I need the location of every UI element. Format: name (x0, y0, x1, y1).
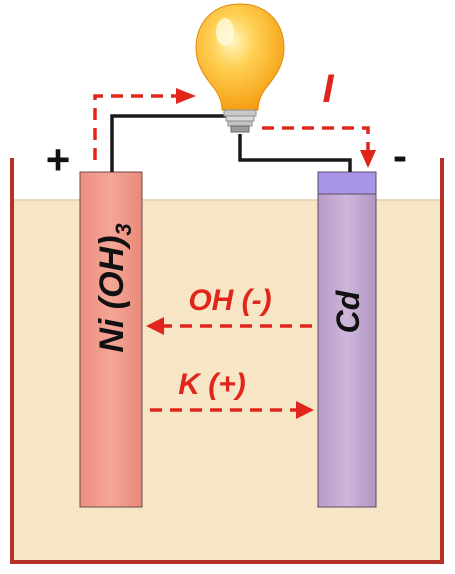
ni-electrode-label: Ni (OH)3 (93, 223, 136, 352)
ni-electrode (79, 171, 143, 508)
positive-terminal-label: + (46, 136, 71, 183)
wire-negative (238, 134, 352, 172)
anion-arrow (146, 317, 312, 335)
cd-electrode-top (317, 171, 377, 195)
negative-terminal-label: - (393, 132, 407, 179)
current-label: I (322, 67, 334, 111)
cd-electrode (317, 171, 377, 508)
container (10, 158, 444, 564)
ni-electrode-subscript: 3 (111, 223, 136, 235)
current-arrow-right (262, 126, 376, 168)
cd-electrode-label: Cd (330, 289, 366, 333)
current-arrow-left (93, 88, 196, 160)
cation-arrow (150, 401, 314, 419)
cation-label: K (+) (178, 368, 246, 401)
light-bulb-icon (195, 3, 285, 133)
wire-positive (110, 114, 230, 172)
anion-label: OH (-) (188, 284, 271, 317)
